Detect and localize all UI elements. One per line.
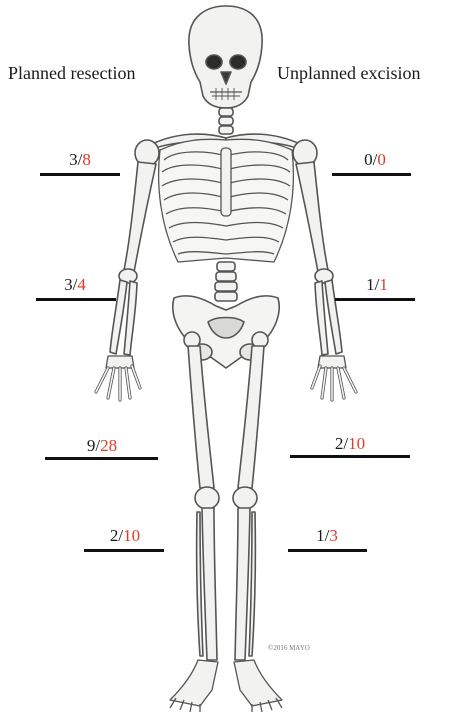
copyright-watermark: ©2016 MAYO — [268, 644, 310, 652]
left-hand — [96, 356, 140, 400]
ratio-right-thigh: 2/10 — [335, 434, 365, 454]
ratio-right-shoulder: 0/0 — [364, 150, 386, 170]
underline-left-thigh — [45, 457, 158, 460]
ratio-left-thigh: 9/28 — [87, 436, 117, 456]
underline-right-leg — [288, 549, 367, 552]
ratio-left-leg: 2/10 — [110, 526, 140, 546]
ratio-right-forearm: 1/1 — [366, 275, 388, 295]
rib-cage — [159, 139, 294, 262]
ratio-left-shoulder: 3/8 — [69, 150, 91, 170]
underline-right-forearm — [335, 298, 415, 301]
underline-right-thigh — [290, 455, 410, 458]
right-hand — [312, 356, 356, 400]
underline-left-leg — [84, 549, 164, 552]
underline-left-shoulder — [40, 173, 120, 176]
lumbar-spine — [215, 262, 237, 301]
ratio-right-leg: 1/3 — [316, 526, 338, 546]
ratio-left-forearm: 3/4 — [64, 275, 86, 295]
skull — [189, 6, 262, 108]
cervical-spine — [219, 108, 233, 134]
underline-left-forearm — [36, 298, 116, 301]
heading-planned-resection: Planned resection — [8, 63, 135, 84]
feet — [170, 660, 282, 712]
heading-unplanned-excision: Unplanned excision — [277, 63, 420, 84]
underline-right-shoulder — [332, 173, 411, 176]
